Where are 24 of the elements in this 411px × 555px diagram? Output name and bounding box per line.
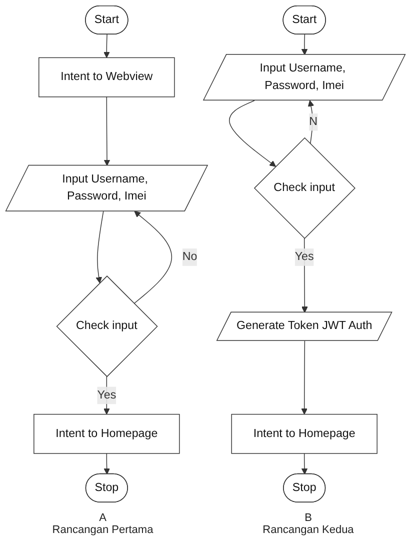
panel-caption: Rancangan Kedua (262, 524, 355, 536)
arrow (103, 34, 110, 58)
node-box: Intent to Homepage (231, 414, 378, 454)
edge-label: N (309, 116, 318, 128)
arrow (301, 340, 308, 415)
arrow (308, 100, 314, 144)
node-box: Intent to Webview (38, 57, 175, 98)
arrow (229, 100, 276, 167)
edge-label: Yes (294, 250, 314, 264)
node-box: Intent to Homepage (34, 414, 180, 454)
node-diamond: Check input (254, 137, 356, 239)
arrow (104, 96, 110, 166)
panel-letter: B (304, 512, 313, 524)
edge-label: Yes (97, 388, 116, 402)
arrow (301, 238, 308, 313)
arrow (96, 210, 104, 284)
arrow (104, 453, 110, 474)
arrow (301, 34, 308, 56)
arrow (134, 211, 172, 304)
panel-letter: A (98, 512, 108, 524)
panel-caption: Rancangan Pertama (51, 524, 154, 536)
arrow (301, 453, 308, 474)
node-diamond: Check input (56, 276, 158, 378)
edge-label: No (182, 250, 198, 264)
